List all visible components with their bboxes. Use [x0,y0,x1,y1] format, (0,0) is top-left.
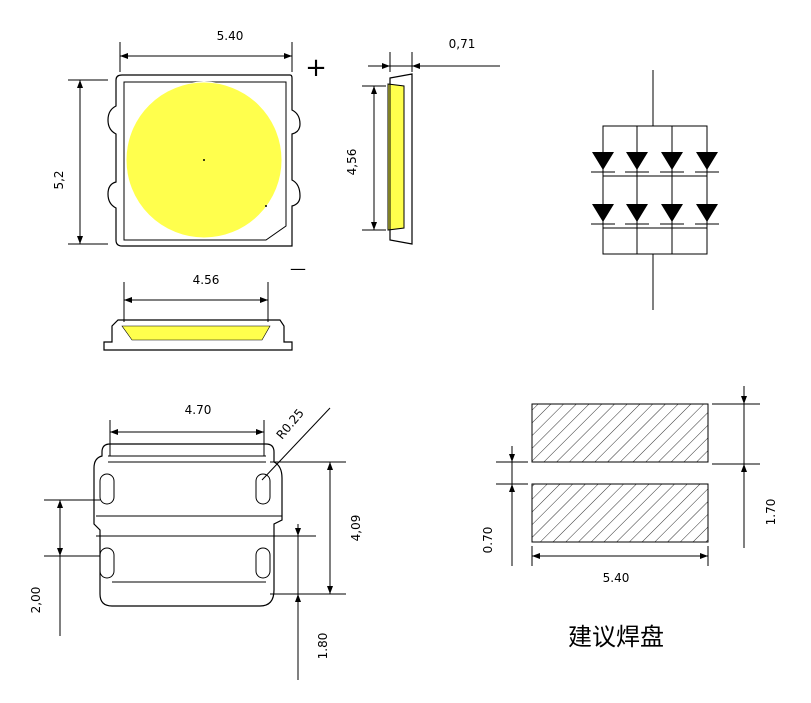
pad-pitch-label: 2,00 [29,587,43,614]
top-height-label: 5,2 [52,170,66,189]
front-view: 4.56 [103,273,293,351]
side-view: 0,71 4,56 [345,37,500,245]
pad-gap-label: 0.70 [481,527,495,554]
diode-symbol [696,204,718,222]
solder-pad-bottom [531,483,709,543]
diode-symbol [592,152,614,170]
bottom-pad-hole [99,473,115,505]
side-height-label: 4,56 [345,149,359,176]
front-width-label: 4.56 [193,273,220,287]
diode-symbol [626,204,648,222]
diode-symbol [661,152,683,170]
minus-label: — [290,259,306,278]
solder-pad-caption: 建议焊盘 [568,623,664,651]
diode-symbol [696,152,718,170]
radius-label: R0.25 [274,406,307,442]
top-width-label: 5.40 [217,29,244,43]
pad-height-label: 1.70 [764,499,778,526]
bottom-pad-hole [99,547,115,579]
bottom-pad-hole [255,547,271,579]
diode-symbol [626,152,648,170]
solder-pad-layout: 1.70 0.70 5.40 建议焊盘 [481,386,778,651]
bottom-width-label: 4.70 [185,403,212,417]
circuit-diagram [591,70,719,310]
side-thickness-label: 0,71 [449,37,476,51]
diode-symbol [592,204,614,222]
pad-width-label: 5.40 [603,571,630,585]
bottom-view: 4.70 R0.25 4,09 2,00 1.80 [29,403,363,680]
plus-label: + [305,53,327,83]
solder-pad-top [531,403,709,463]
pad-size-label: 1.80 [316,633,330,660]
top-view: 5.40 5,2 + — [52,29,327,278]
diode-symbol [661,204,683,222]
bottom-pad-hole [255,473,271,505]
bottom-height-label: 4,09 [349,515,363,542]
